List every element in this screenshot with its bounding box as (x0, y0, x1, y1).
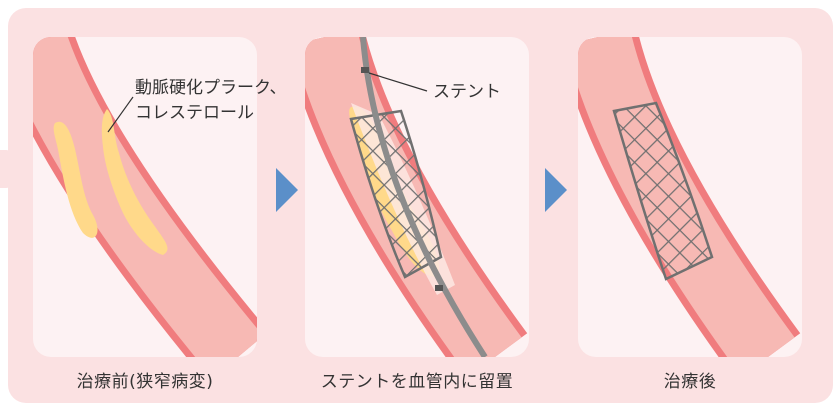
vessel-after-illustration (578, 37, 802, 357)
plaque-label: 動脈硬化プラーク、 コレステロール (135, 76, 286, 126)
panel-after-treatment (578, 37, 802, 357)
caption-stent-placement: ステントを血管内に留置 (289, 367, 545, 392)
step-arrow-icon (545, 168, 567, 212)
stent-label: ステント (433, 80, 501, 105)
left-tab (0, 150, 12, 188)
plaque-label-line2: コレステロール (135, 101, 286, 126)
caption-after-treatment: 治療後 (562, 367, 818, 392)
catheter-marker (361, 67, 369, 73)
catheter-marker (435, 285, 443, 291)
plaque-label-line1: 動脈硬化プラーク、 (135, 76, 286, 101)
step-arrow-icon (276, 168, 298, 212)
caption-before-treatment: 治療前(狭窄病変) (17, 367, 273, 392)
